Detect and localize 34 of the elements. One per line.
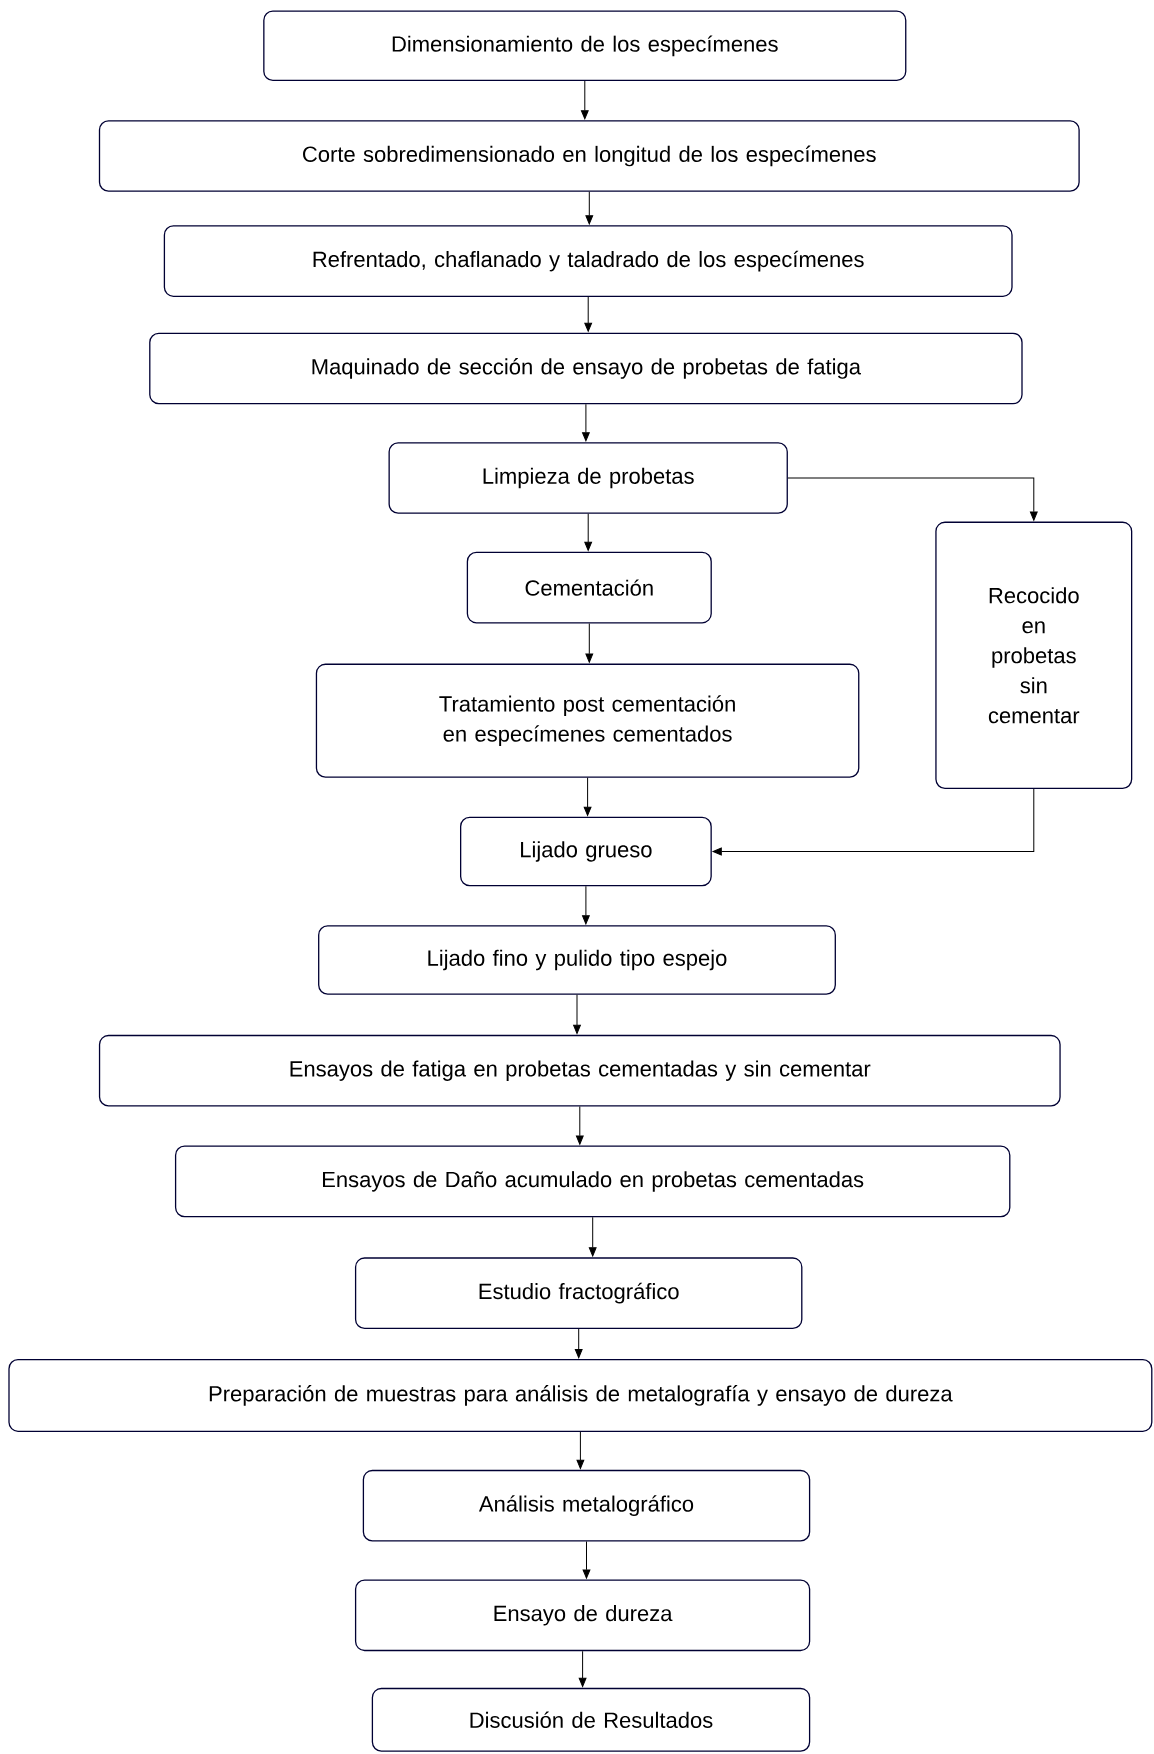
arrow — [578, 1650, 587, 1687]
arrow — [584, 513, 593, 551]
process-box: Recocido en probetas sin cementar — [935, 521, 1133, 789]
process-box: Discusión de Resultados — [371, 1687, 811, 1752]
process-box: Preparación de muestras para análisis de metalografía y ensayo de dureza — [8, 1359, 1153, 1432]
arrow — [582, 403, 590, 442]
process-box: Dimensionamiento de los especímenes — [263, 10, 907, 82]
process-box: Análisis metalográfico — [362, 1469, 811, 1542]
process-box: Maquinado de sección de ensayo de probetas de fatiga — [149, 332, 1023, 405]
arrow — [585, 191, 594, 225]
process-box: Ensayos de fatiga en probetas cementadas y sin cementar — [98, 1034, 1061, 1107]
process-box: Lijado fino y pulido tipo espejo — [318, 925, 836, 995]
arrow — [573, 994, 581, 1034]
arrow — [583, 777, 592, 816]
process-box: Corte sobredimensionado en longitud de los especímenes — [98, 120, 1080, 192]
arrow — [582, 885, 590, 925]
process-box: Tratamiento post cementación en especímenes cementados — [315, 663, 860, 778]
arrow — [580, 80, 589, 120]
arrow — [576, 1431, 585, 1469]
process-box: Limpieza de probetas — [388, 442, 788, 514]
process-box: Cementación — [466, 551, 712, 624]
arrow — [575, 1106, 584, 1145]
arrow — [584, 296, 593, 332]
process-box: Estudio fractográfico — [354, 1257, 803, 1330]
arrow — [582, 1541, 591, 1579]
process-box: Refrentado, chaflanado y taladrado de los especímenes — [163, 225, 1013, 297]
arrow — [712, 788, 1035, 856]
arrow — [585, 622, 594, 663]
process-box: Ensayo de dureza — [354, 1579, 811, 1652]
arrow — [574, 1328, 583, 1359]
process-box: Lijado grueso — [460, 816, 712, 887]
arrow — [588, 1216, 597, 1257]
arrow — [787, 477, 1038, 521]
process-box: Ensayos de Daño acumulado en probetas cementadas — [174, 1145, 1011, 1218]
